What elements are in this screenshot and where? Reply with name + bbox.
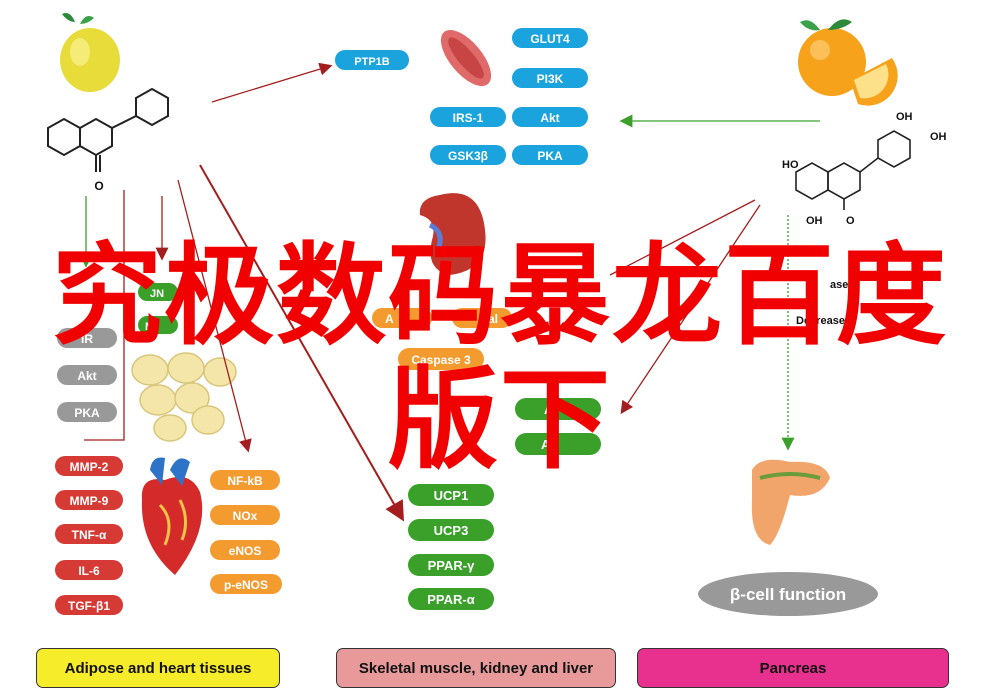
svg-text:NOx: NOx: [233, 509, 258, 523]
svg-text:A: A: [544, 402, 554, 417]
footer-pancreas: Pancreas: [637, 648, 949, 688]
pill-m-partial: M: [138, 316, 178, 334]
legend-increased: ased: [830, 279, 855, 291]
svg-text:p-eNOS: p-eNOS: [224, 578, 268, 592]
heart-icon: [141, 457, 203, 575]
svg-text:PKA: PKA: [537, 149, 563, 163]
arrow-to-at: [620, 204, 761, 415]
pill-mmp9: MMP-9: [55, 490, 123, 510]
svg-text:GSK3β: GSK3β: [448, 149, 488, 163]
pill-mmp2: MMP-2: [55, 456, 123, 476]
svg-text:A: A: [385, 312, 394, 326]
footer-adipose-heart: Adipose and heart tissues: [36, 648, 280, 688]
svg-text:TNF-α: TNF-α: [72, 528, 107, 542]
svg-text:JN: JN: [150, 288, 164, 300]
pill-jn-partial: JN: [138, 283, 178, 301]
svg-text:MMP-2: MMP-2: [70, 460, 109, 474]
pill-tnfa: TNF-α: [55, 524, 123, 544]
pill-ir: IR: [57, 328, 117, 348]
svg-text:β-cell function: β-cell function: [730, 585, 846, 604]
oh-label-2: OH: [896, 111, 913, 123]
bracket-left: [84, 190, 125, 441]
orange-fruit-icon: [798, 19, 898, 106]
overlay-text-line-2: 版下: [388, 356, 612, 484]
pill-nfkb: NF-kB: [210, 470, 280, 490]
footer-skeletal-kidney-liver: Skeletal muscle, kidney and liver: [336, 648, 616, 688]
pill-p-enos: p-eNOS: [210, 574, 282, 594]
svg-text:PI3K: PI3K: [537, 72, 564, 86]
arrow-to-ptp1b: [211, 62, 333, 103]
muscle-icon: [440, 29, 492, 87]
beta-cell-function-pill: β-cell function: [698, 572, 878, 616]
pill-enos: eNOS: [210, 540, 280, 560]
pill-ucp3: UCP3: [408, 519, 494, 541]
svg-text:Caspase 3: Caspase 3: [411, 353, 471, 367]
flavone-molecule-icon: [47, 87, 169, 172]
arrow-to-heart: [177, 179, 252, 453]
arrow-to-center: [609, 199, 756, 276]
svg-text:AT: AT: [541, 437, 557, 452]
pill-ppar-alpha: PPAR-α: [408, 588, 494, 610]
left-molecule-o-label: O: [94, 179, 103, 193]
svg-text:IL-6: IL-6: [78, 564, 100, 578]
flavonol-molecule-icon: [795, 130, 911, 210]
oh-label-1: HO: [782, 159, 799, 171]
svg-text:al: al: [488, 312, 498, 326]
svg-text:Akt: Akt: [540, 111, 559, 125]
arrow-to-ucp1: [199, 164, 404, 522]
svg-text:eNOS: eNOS: [229, 544, 262, 558]
svg-text:Akt: Akt: [77, 369, 96, 383]
legend-decreased: Decreased: [796, 315, 852, 327]
pill-right-green-a: A: [515, 398, 601, 420]
svg-text:MMP-9: MMP-9: [70, 494, 109, 508]
oh-label-4: OH: [806, 215, 823, 227]
svg-text:IRS-1: IRS-1: [453, 111, 484, 125]
svg-text:PTP1B: PTP1B: [354, 56, 390, 68]
pill-caspase3: Caspase 3: [398, 348, 484, 370]
svg-text:NF-kB: NF-kB: [227, 474, 263, 488]
pill-il6: IL-6: [55, 560, 123, 580]
svg-text:PKA: PKA: [74, 406, 100, 420]
pill-pka-top: PKA: [512, 145, 588, 165]
kidney-icon: [419, 193, 486, 275]
svg-text:IR: IR: [81, 332, 93, 346]
pill-ppar-gamma: PPAR-γ: [408, 554, 494, 576]
svg-text:PPAR-γ: PPAR-γ: [428, 558, 475, 573]
overlay-text-line-1: 究极数码暴龙百度: [52, 232, 948, 360]
o-label-right: O: [846, 215, 855, 227]
svg-text:UCP1: UCP1: [434, 488, 469, 503]
pill-nox: NOx: [210, 505, 280, 525]
pill-right-green-at: AT: [515, 433, 601, 455]
svg-text:GLUT4: GLUT4: [530, 32, 570, 46]
lemon-icon: [60, 13, 120, 92]
pill-gsk3b: GSK3β: [430, 145, 506, 165]
pill-center-partial-2: al: [452, 308, 512, 328]
pill-pi3k: PI3K: [512, 68, 588, 88]
pill-ptp1b: PTP1B: [335, 50, 409, 70]
pancreas-icon: [751, 459, 830, 545]
pill-center-partial-1: A: [372, 308, 432, 328]
arrows: [79, 62, 820, 522]
svg-text:TGF-β1: TGF-β1: [68, 599, 110, 613]
svg-text:UCP3: UCP3: [434, 523, 469, 538]
pill-ucp1: UCP1: [408, 484, 494, 506]
pill-glut4: GLUT4: [512, 28, 588, 48]
pill-irs1: IRS-1: [430, 107, 506, 127]
pill-akt-left: Akt: [57, 365, 117, 385]
pill-akt-top: Akt: [512, 107, 588, 127]
fat-cells-icon: [131, 352, 237, 442]
pill-pka-left: PKA: [57, 402, 117, 422]
pill-tgfb1: TGF-β1: [55, 595, 123, 615]
oh-label-3: OH: [930, 131, 947, 143]
svg-text:M: M: [145, 321, 154, 333]
svg-text:PPAR-α: PPAR-α: [427, 592, 474, 607]
